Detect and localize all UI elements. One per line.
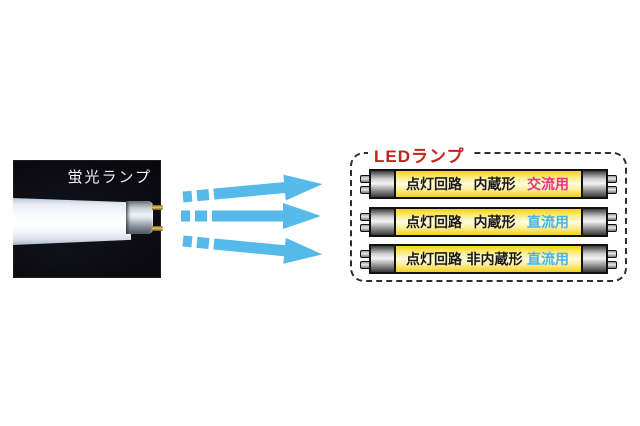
tube-end-cap-left — [369, 169, 394, 199]
led-tube-ac-builtin: 点灯回路 内蔵形 交流用 — [360, 169, 617, 199]
arrow-middle-icon — [181, 203, 321, 229]
pin-icon — [360, 249, 369, 258]
tube-pins-left — [360, 207, 369, 237]
tube-body: 点灯回路 内蔵形 直流用 — [394, 207, 583, 237]
pin-icon — [608, 174, 617, 183]
pin-icon — [608, 185, 617, 194]
tube-body: 点灯回路 内蔵形 交流用 — [394, 169, 583, 199]
led-group-title: LEDランプ — [368, 142, 471, 167]
fluorescent-tube-pin — [152, 226, 163, 231]
conversion-arrows — [181, 171, 324, 268]
pin-icon — [608, 260, 617, 269]
led-tube-dc-builtin: 点灯回路 内蔵形 直流用 — [360, 207, 617, 237]
tube-pins-right — [608, 169, 617, 199]
pin-icon — [608, 212, 617, 221]
arrow-top-icon — [181, 171, 324, 210]
tube-pins-right — [608, 207, 617, 237]
use-label: 直流用 — [527, 251, 569, 267]
tube-end-cap-left — [369, 207, 394, 237]
fluorescent-lamp-label: 蛍光ランプ — [67, 169, 152, 186]
circuit-label: 点灯回路 — [406, 251, 462, 267]
tube-pins-left — [360, 169, 369, 199]
pin-icon — [360, 185, 369, 194]
tube-body: 点灯回路 非内蔵形 直流用 — [394, 244, 583, 274]
use-label: 直流用 — [527, 214, 569, 230]
arrow-bottom-icon — [181, 228, 324, 268]
form-label: 内蔵形 — [473, 176, 516, 192]
fluorescent-tube-cap — [126, 201, 153, 234]
form-label: 内蔵形 — [473, 214, 516, 230]
tube-end-cap-right — [583, 244, 608, 274]
tube-end-cap-right — [583, 207, 608, 237]
fluorescent-tube — [13, 198, 131, 245]
led-tube-dc-external: 点灯回路 非内蔵形 直流用 — [360, 244, 617, 274]
tube-pins-left — [360, 244, 369, 274]
pin-icon — [360, 260, 369, 269]
tube-pins-right — [608, 244, 617, 274]
pin-icon — [360, 174, 369, 183]
led-lamp-group: LEDランプ 点灯回路 内蔵形 交流用 点灯回路 内蔵形 直流用 — [350, 142, 627, 282]
form-label: 非内蔵形 — [466, 251, 523, 267]
tube-end-cap-left — [369, 244, 394, 274]
fluorescent-tube-pin — [152, 205, 163, 210]
tube-end-cap-right — [583, 169, 608, 199]
circuit-label: 点灯回路 — [406, 214, 462, 230]
pin-icon — [360, 212, 369, 221]
use-label: 交流用 — [527, 176, 569, 192]
circuit-label: 点灯回路 — [406, 176, 462, 192]
fluorescent-lamp-photo: 蛍光ランプ — [13, 160, 163, 278]
pin-icon — [360, 223, 369, 232]
pin-icon — [608, 223, 617, 232]
pin-icon — [608, 249, 617, 258]
